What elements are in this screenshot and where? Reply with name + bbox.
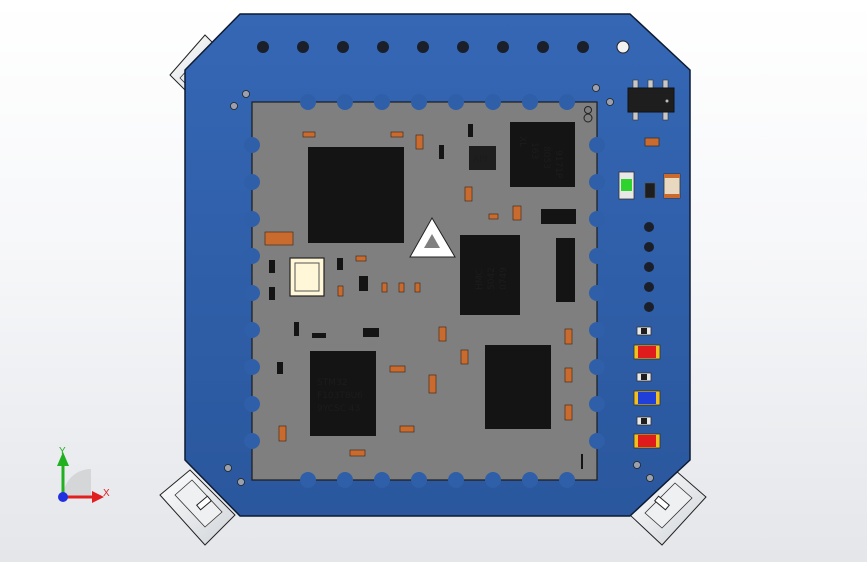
- flat-chip: [541, 209, 576, 224]
- apf-chip: [469, 146, 496, 170]
- crystal: [289, 257, 325, 297]
- blue-led: [633, 390, 661, 406]
- large-chip-bottom-right: [485, 345, 551, 429]
- mcu-chip: [310, 351, 376, 436]
- hmc-label-line-2: 5042: [487, 267, 497, 290]
- side-pin-holes: [644, 222, 654, 312]
- vias: [224, 84, 654, 486]
- small-chip-right: [644, 182, 656, 199]
- regulator-chip: [627, 79, 675, 121]
- small-black-parts: [269, 124, 583, 469]
- mcu-label-line-2: F103T8U6: [317, 391, 363, 401]
- apf-label: APF: [473, 155, 490, 165]
- xl-label-line-1: XL: [517, 136, 527, 147]
- tall-chip: [556, 238, 575, 302]
- hmc-label-line-1: HMC: [475, 269, 485, 290]
- x-axis-label: X: [103, 488, 110, 499]
- axis-triad: Y X: [57, 446, 110, 503]
- led-column: [633, 326, 661, 449]
- header-pin-holes: [257, 40, 630, 54]
- smd-components: [264, 131, 573, 457]
- mcu-label-line-1: STM32: [317, 378, 347, 388]
- xl-chip: [510, 122, 575, 187]
- xl-label-line-4: 9171P: [553, 150, 563, 179]
- z-axis-dot: [58, 492, 68, 502]
- xl-label-line-2: 163: [529, 142, 539, 159]
- module-marker-2: [584, 106, 592, 114]
- xl-label-line-3: 8053: [541, 146, 551, 169]
- hmc-label-line-3: 0749: [499, 267, 509, 290]
- green-led: [618, 171, 635, 200]
- connector-bottom-right: [629, 469, 707, 546]
- red-led: [633, 344, 661, 360]
- beige-component: [663, 173, 681, 199]
- red-led-2: [633, 433, 661, 449]
- mcu-label-line-3: 9YCSC 43: [317, 404, 360, 414]
- hmc-chip: [460, 235, 520, 315]
- logo-mark: [409, 216, 456, 258]
- y-axis-label: Y: [59, 446, 66, 457]
- connector-bottom-left: [159, 469, 236, 546]
- resistor-right-top: [644, 137, 660, 147]
- large-chip-top-left: [308, 147, 404, 243]
